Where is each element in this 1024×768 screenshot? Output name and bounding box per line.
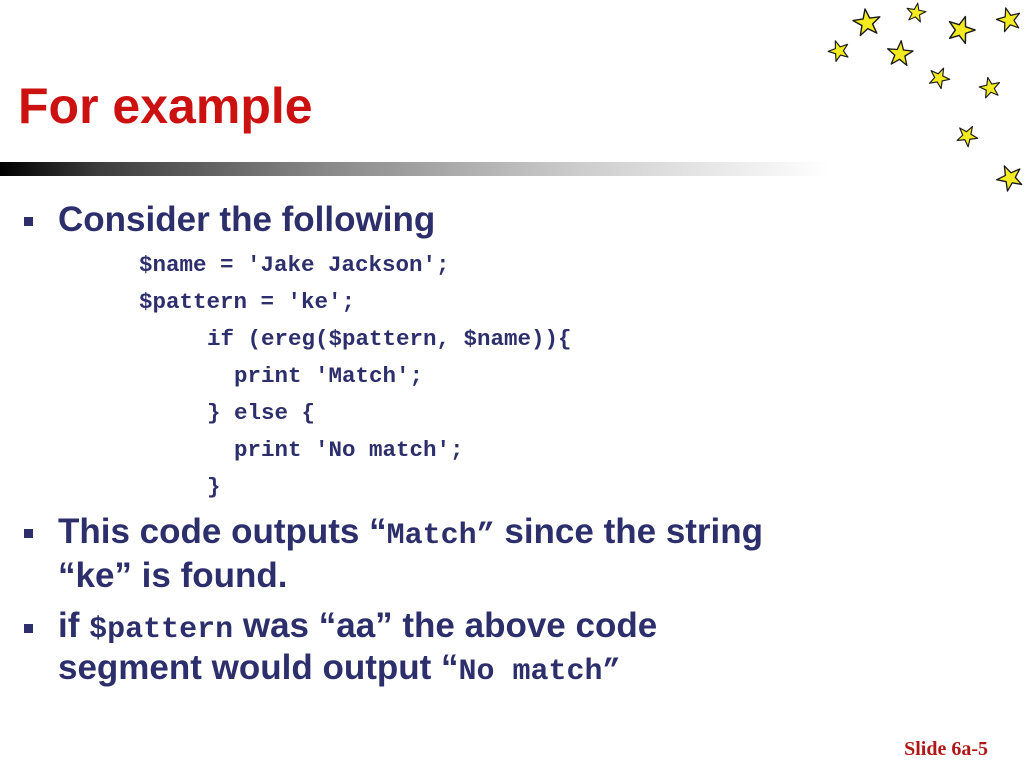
code-line: } else {	[207, 400, 316, 426]
code-line: print 'Match';	[207, 363, 424, 389]
slide-number: Slide 6a-5	[904, 738, 988, 760]
code-line: $name = 'Jake Jackson';	[139, 252, 450, 278]
star-icon	[928, 67, 951, 90]
bullet-pattern-text-before-2: segment would output “	[58, 648, 459, 687]
star-icon	[887, 40, 914, 67]
code-pattern: $pattern	[89, 613, 234, 647]
bullet-output-line1: This code outputs “Match” since the stri…	[58, 510, 763, 558]
bullet-marker	[24, 529, 33, 538]
code-line: $pattern = 'ke';	[139, 289, 356, 315]
slide-title: For example	[18, 78, 313, 134]
bullet-pattern-text-before: if	[58, 606, 90, 645]
star-icon	[906, 2, 927, 23]
code-line: if (ereg($pattern, $name)){	[207, 326, 572, 352]
bullet-pattern-text-after: was “aa” the above code	[233, 606, 658, 645]
bullet-consider: Consider the following	[58, 200, 436, 239]
bullet-output-text-after: since the string	[494, 512, 764, 551]
star-icon	[995, 7, 1021, 33]
bullet-marker	[24, 217, 33, 226]
star-icon	[852, 8, 881, 37]
bullet-output-text-before: This code outputs “	[58, 512, 387, 551]
star-icon	[978, 76, 1000, 99]
bullet-pattern-line2: segment would output “No match”	[58, 646, 621, 694]
star-icon	[948, 15, 976, 45]
code-no-match: No match”	[458, 655, 621, 689]
star-icon	[956, 126, 979, 148]
code-line: }	[207, 474, 221, 500]
star-icon	[996, 165, 1023, 192]
star-icon	[827, 40, 849, 62]
bullet-output-line2: “ke” is found.	[58, 556, 288, 595]
bullet-pattern-line1: if $pattern was “aa” the above code	[58, 604, 657, 652]
code-line: print 'No match';	[207, 437, 464, 463]
code-match: Match”	[386, 519, 495, 553]
title-underline-bar	[0, 162, 830, 176]
bullet-marker	[24, 624, 33, 633]
